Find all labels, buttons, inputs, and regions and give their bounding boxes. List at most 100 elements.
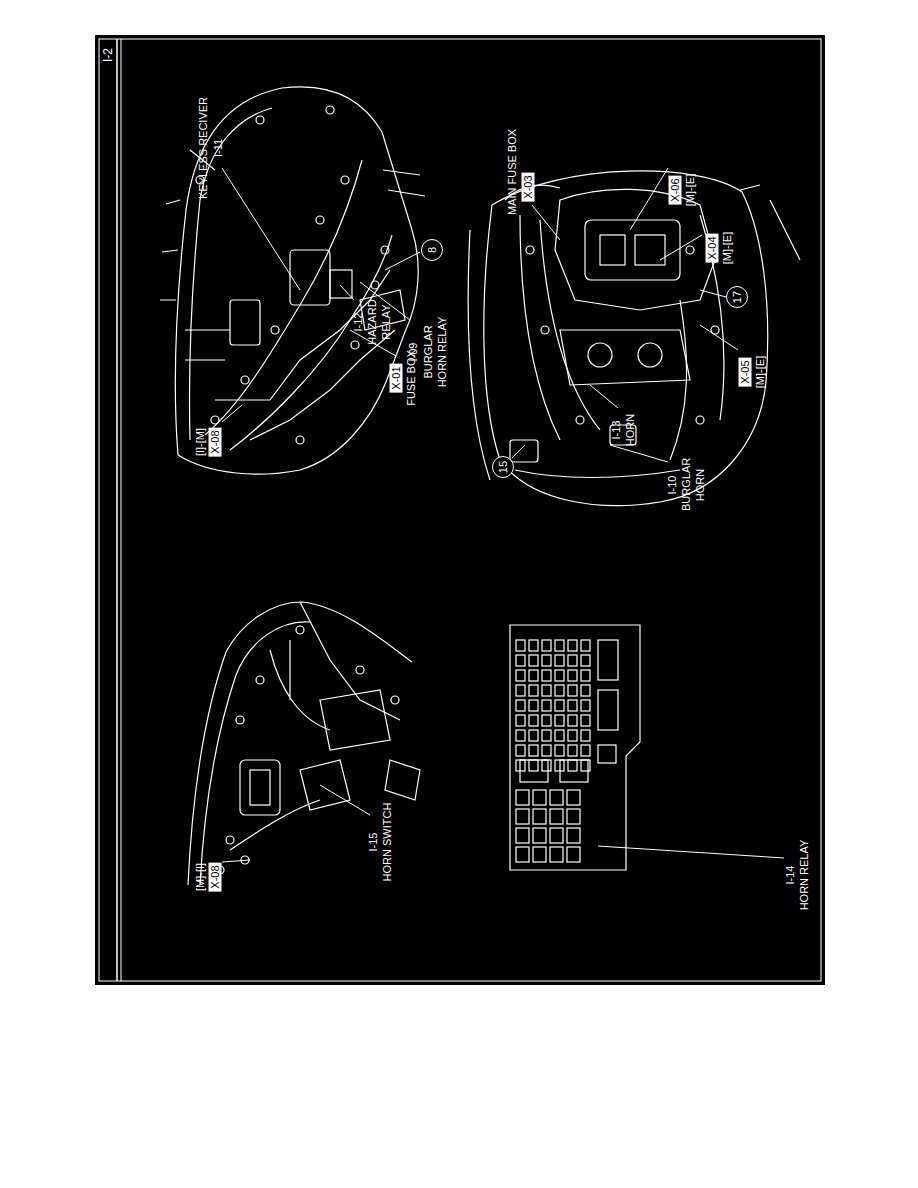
callout-circle: 8	[421, 239, 443, 261]
connector-code: X-06	[669, 178, 681, 201]
connector-tag: X-06	[669, 175, 682, 204]
part-label: I-15	[366, 833, 380, 852]
fuse-slot	[581, 640, 590, 651]
fuse-slot	[516, 730, 525, 741]
part-label: KEYLESS RECIVER	[196, 97, 210, 199]
fuse-slot	[581, 760, 590, 771]
fuse-slot	[529, 700, 538, 711]
fuse-slot	[555, 670, 564, 681]
part-label: [M]-[I]	[193, 863, 207, 891]
part-label: BURGLAR HORN	[679, 459, 707, 511]
fuse-slot	[555, 685, 564, 696]
fuse-box-drawing	[510, 625, 640, 870]
fuse-slot	[568, 685, 577, 696]
part-label: [M]-[E]	[720, 232, 734, 264]
fuse-slot	[555, 730, 564, 741]
fuse-slot	[529, 655, 538, 666]
part-label: HORN RELAY	[797, 840, 811, 911]
fuse-slot	[516, 655, 525, 666]
fuse-slot	[581, 670, 590, 681]
fuse-slot	[555, 715, 564, 726]
fuse-slot	[550, 847, 563, 862]
fuse-slot	[560, 760, 588, 782]
part-label: HAZARD RELAY	[365, 297, 393, 347]
fuse-slot	[542, 700, 551, 711]
fuse-slot	[542, 760, 551, 771]
part-label: I-14	[783, 866, 797, 885]
connector-code: X-01	[390, 366, 402, 389]
connector-tag: X-05	[739, 357, 752, 386]
connector-tag: X-08	[209, 427, 222, 456]
fuse-slot	[568, 640, 577, 651]
fuse-slot	[581, 715, 590, 726]
fuse-slot	[529, 670, 538, 681]
part-label: I-2	[101, 48, 115, 62]
fuse-slot	[550, 790, 563, 805]
fuse-slot	[516, 847, 529, 862]
fuse-slot	[581, 655, 590, 666]
fuse-slot	[516, 745, 525, 756]
part-label: [M]-[E]	[683, 174, 697, 206]
fuse-slot	[516, 790, 529, 805]
connector-code: X-05	[739, 360, 751, 383]
fuse-slot	[567, 847, 580, 862]
fuse-slot	[598, 690, 618, 730]
fuse-slot	[516, 670, 525, 681]
fuse-slot	[568, 655, 577, 666]
fuse-slot	[529, 745, 538, 756]
fuse-slot	[567, 790, 580, 805]
connector-code: X-08	[209, 430, 221, 453]
part-label: HORN SWITCH	[380, 803, 394, 882]
fuse-slot	[550, 828, 563, 843]
fuse-slot	[542, 730, 551, 741]
fuse-slot	[542, 640, 551, 651]
part-label: I-10	[665, 476, 679, 495]
callout-number: 8	[426, 247, 438, 253]
frame-lines	[99, 39, 821, 981]
fuse-slot	[567, 809, 580, 824]
fuse-slot	[568, 730, 577, 741]
fuse-slot	[516, 700, 525, 711]
fuse-slot	[542, 685, 551, 696]
part-label: BURGLAR HORN RELAY	[421, 309, 449, 395]
engine-bay-drawing	[468, 171, 800, 506]
connector-code: X-08	[209, 865, 221, 888]
fuse-slot	[568, 745, 577, 756]
fuse-slot	[550, 809, 563, 824]
connector-code: X-03	[522, 175, 534, 198]
fuse-slot	[529, 730, 538, 741]
fuse-slot	[542, 745, 551, 756]
fuse-slot	[542, 715, 551, 726]
fuse-slot	[533, 809, 546, 824]
fuse-slot	[567, 828, 580, 843]
fuse-slot	[516, 809, 529, 824]
callout-circle: 17	[726, 286, 748, 308]
part-label: FUSE BOX	[404, 350, 418, 406]
fuse-slot	[568, 760, 577, 771]
connector-tag: X-08	[209, 862, 222, 891]
connector-code: X-04	[706, 236, 718, 259]
fuse-slot	[516, 640, 525, 651]
part-label: [M]-[E]	[753, 356, 767, 388]
fuse-slot	[529, 760, 538, 771]
connector-tag: X-04	[706, 233, 719, 262]
callout-circle: 15	[492, 456, 514, 478]
fuse-slot	[516, 715, 525, 726]
fuse-slot	[568, 700, 577, 711]
fuse-slot	[568, 670, 577, 681]
fuse-slot	[533, 828, 546, 843]
fuse-slot	[598, 640, 618, 680]
fuse-slot	[516, 828, 529, 843]
fuse-slot	[581, 700, 590, 711]
connector-tag: X-01	[390, 363, 403, 392]
part-label: I-11	[211, 139, 225, 157]
fuse-slot	[516, 685, 525, 696]
fuse-slot	[533, 790, 546, 805]
fuse-slot	[568, 715, 577, 726]
fuse-slot	[555, 655, 564, 666]
fuse-slot	[555, 640, 564, 651]
fuse-slot	[529, 715, 538, 726]
fuse-slot	[598, 745, 616, 763]
dashboard-drawing	[160, 87, 425, 474]
